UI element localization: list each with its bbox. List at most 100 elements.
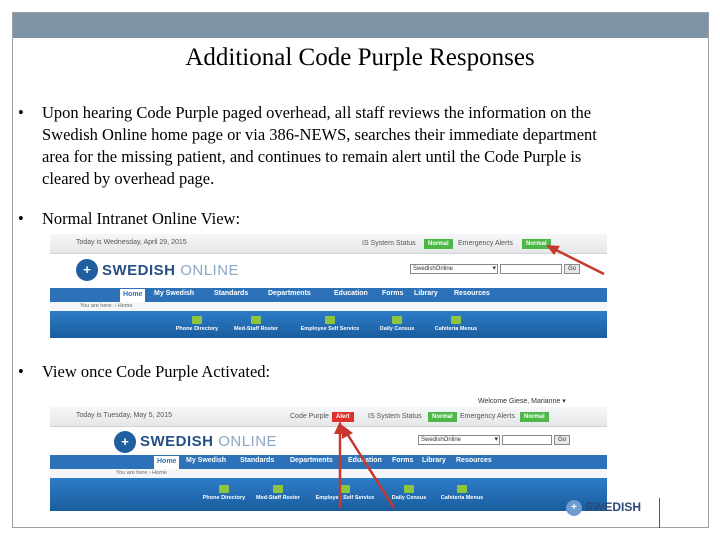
slide-header-bar [13, 13, 708, 38]
nav-resources[interactable]: Resources [456, 457, 492, 464]
search-go-button[interactable]: Go [554, 435, 570, 445]
quick-link-employee-self-service[interactable]: Employee Self Service [308, 485, 382, 501]
bullet-activated-view: • View once Code Purple Activated: [18, 361, 622, 383]
slide-title: Additional Code Purple Responses [185, 44, 535, 71]
search-input[interactable] [502, 435, 552, 445]
breadcrumb-bar: You are here: › Home [50, 302, 607, 311]
employee-self-service-icon [325, 316, 335, 324]
nav-my-swedish[interactable]: My Swedish [154, 290, 195, 297]
search-go-button[interactable]: Go [564, 264, 580, 274]
bullet-normal-view: • Normal Intranet Online View: [18, 208, 622, 230]
quick-link-label: Med-Staff Roster [233, 326, 278, 332]
date-text: Today is Tuesday, May 5, 2015 [76, 412, 172, 419]
bullet-staff-response: • Upon hearing Code Purple paged overhea… [18, 102, 622, 190]
med-staff-icon [251, 316, 261, 324]
phone-directory-icon [192, 316, 202, 324]
daily-census-icon [404, 485, 414, 493]
logo-row: + SWEDISH ONLINE SwedishOnline Go [50, 427, 607, 459]
emergency-alerts-label: Emergency Alerts [460, 413, 515, 420]
nav-library[interactable]: Library [414, 290, 438, 297]
bullet-glyph: • [18, 362, 24, 381]
main-nav: Home My Swedish Standards Departments Ed… [50, 288, 607, 302]
quick-links-bar: Phone Directory Med-Staff Roster Employe… [50, 311, 607, 338]
nav-standards[interactable]: Standards [240, 457, 275, 464]
code-purple-label: Code Purple [290, 413, 329, 420]
quick-link-label: Phone Directory [175, 326, 219, 332]
quick-link-phone-directory[interactable]: Phone Directory [196, 485, 252, 501]
red-arrows-code-purple [334, 421, 396, 509]
logo-text: SWEDISH [140, 433, 214, 450]
quick-link-label: Daily Census [379, 326, 415, 332]
breadcrumb: You are here: › Home [80, 303, 133, 309]
quick-link-employee-self-service[interactable]: Employee Self Service [290, 316, 370, 332]
is-status-badge[interactable]: Normal [424, 239, 453, 249]
nav-resources[interactable]: Resources [454, 290, 490, 297]
quick-link-label: Med-Staff Roster [255, 495, 300, 501]
nav-departments[interactable]: Departments [268, 290, 311, 297]
welcome-bar: Welcome Giese, Marianne ▾ [50, 393, 607, 407]
quick-link-cafeteria-menus[interactable]: Cafeteria Menus [434, 485, 490, 501]
quick-link-label: Cafeteria Menus [434, 326, 478, 332]
is-status-badge[interactable]: Normal [428, 412, 457, 422]
footer-logo: +SWEDISH [566, 500, 641, 516]
nav-forms[interactable]: Forms [392, 457, 414, 464]
breadcrumb: You are here › Home [116, 470, 167, 476]
breadcrumb-bar: You are here › Home [50, 469, 607, 478]
red-arrow-emergency-alerts [546, 245, 605, 276]
logo-row: + SWEDISH ONLINE SwedishOnline Go [50, 254, 607, 286]
search-scope-select[interactable]: SwedishOnline [410, 264, 498, 274]
quick-link-cafeteria-menus[interactable]: Cafeteria Menus [426, 316, 486, 332]
site-logo[interactable]: SWEDISH ONLINE [102, 262, 239, 279]
search-scope-select[interactable]: SwedishOnline [418, 435, 500, 445]
nav-education[interactable]: Education [334, 290, 368, 297]
quick-link-phone-directory[interactable]: Phone Directory [168, 316, 226, 332]
employee-self-service-icon [340, 485, 350, 493]
logo-text: SWEDISH [102, 262, 176, 279]
nav-my-swedish[interactable]: My Swedish [186, 457, 227, 464]
search-input[interactable] [500, 264, 562, 274]
footer-logo-text: SWEDISH [585, 500, 642, 515]
welcome-user[interactable]: Welcome Giese, Marianne ▾ [478, 398, 566, 405]
date-bar: Today is Wednesday, April 29, 2015 IS Sy… [50, 234, 607, 254]
bullet-glyph: • [18, 209, 24, 228]
quick-link-label: Cafeteria Menus [440, 495, 484, 501]
swedish-cross-icon: + [76, 259, 98, 281]
logo-suffix: ONLINE [180, 262, 240, 279]
quick-link-daily-census[interactable]: Daily Census [372, 316, 422, 332]
emergency-alerts-badge[interactable]: Normal [520, 412, 549, 422]
bullet-text: Normal Intranet Online View: [42, 209, 241, 228]
screenshot-normal-view: Today is Wednesday, April 29, 2015 IS Sy… [50, 234, 607, 338]
logo-suffix: ONLINE [218, 433, 278, 450]
date-bar: Today is Tuesday, May 5, 2015 Code Purpl… [50, 407, 607, 427]
quick-link-daily-census[interactable]: Daily Census [384, 485, 434, 501]
cafeteria-menus-icon [457, 485, 467, 493]
footer-divider [659, 498, 660, 528]
swedish-cross-icon: + [114, 431, 136, 453]
quick-link-label: Employee Self Service [300, 326, 360, 332]
cafeteria-menus-icon [451, 316, 461, 324]
nav-library[interactable]: Library [422, 457, 446, 464]
is-status-label: IS System Status [368, 413, 422, 420]
quick-link-med-staff[interactable]: Med-Staff Roster [226, 316, 286, 332]
med-staff-icon [273, 485, 283, 493]
quick-link-label: Daily Census [391, 495, 427, 501]
quick-link-med-staff[interactable]: Med-Staff Roster [250, 485, 306, 501]
nav-home[interactable]: Home [120, 289, 146, 302]
bullet-text: Upon hearing Code Purple paged overhead,… [42, 103, 597, 188]
nav-forms[interactable]: Forms [382, 290, 404, 297]
nav-departments[interactable]: Departments [290, 457, 333, 464]
nav-home[interactable]: Home [154, 456, 180, 469]
emergency-alerts-badge[interactable]: Normal [522, 239, 551, 249]
daily-census-icon [392, 316, 402, 324]
quick-link-label: Phone Directory [202, 495, 246, 501]
swedish-cross-icon: + [566, 500, 582, 516]
site-logo[interactable]: SWEDISH ONLINE [140, 433, 277, 450]
phone-directory-icon [219, 485, 229, 493]
bullet-text: View once Code Purple Activated: [42, 362, 271, 381]
emergency-alerts-label: Emergency Alerts [458, 240, 513, 247]
is-status-label: IS System Status [362, 240, 416, 247]
quick-link-label: Employee Self Service [315, 495, 375, 501]
screenshot-activated-view: Welcome Giese, Marianne ▾ Today is Tuesd… [50, 393, 607, 511]
code-purple-alert-badge[interactable]: Alert [332, 412, 354, 422]
nav-standards[interactable]: Standards [214, 290, 249, 297]
